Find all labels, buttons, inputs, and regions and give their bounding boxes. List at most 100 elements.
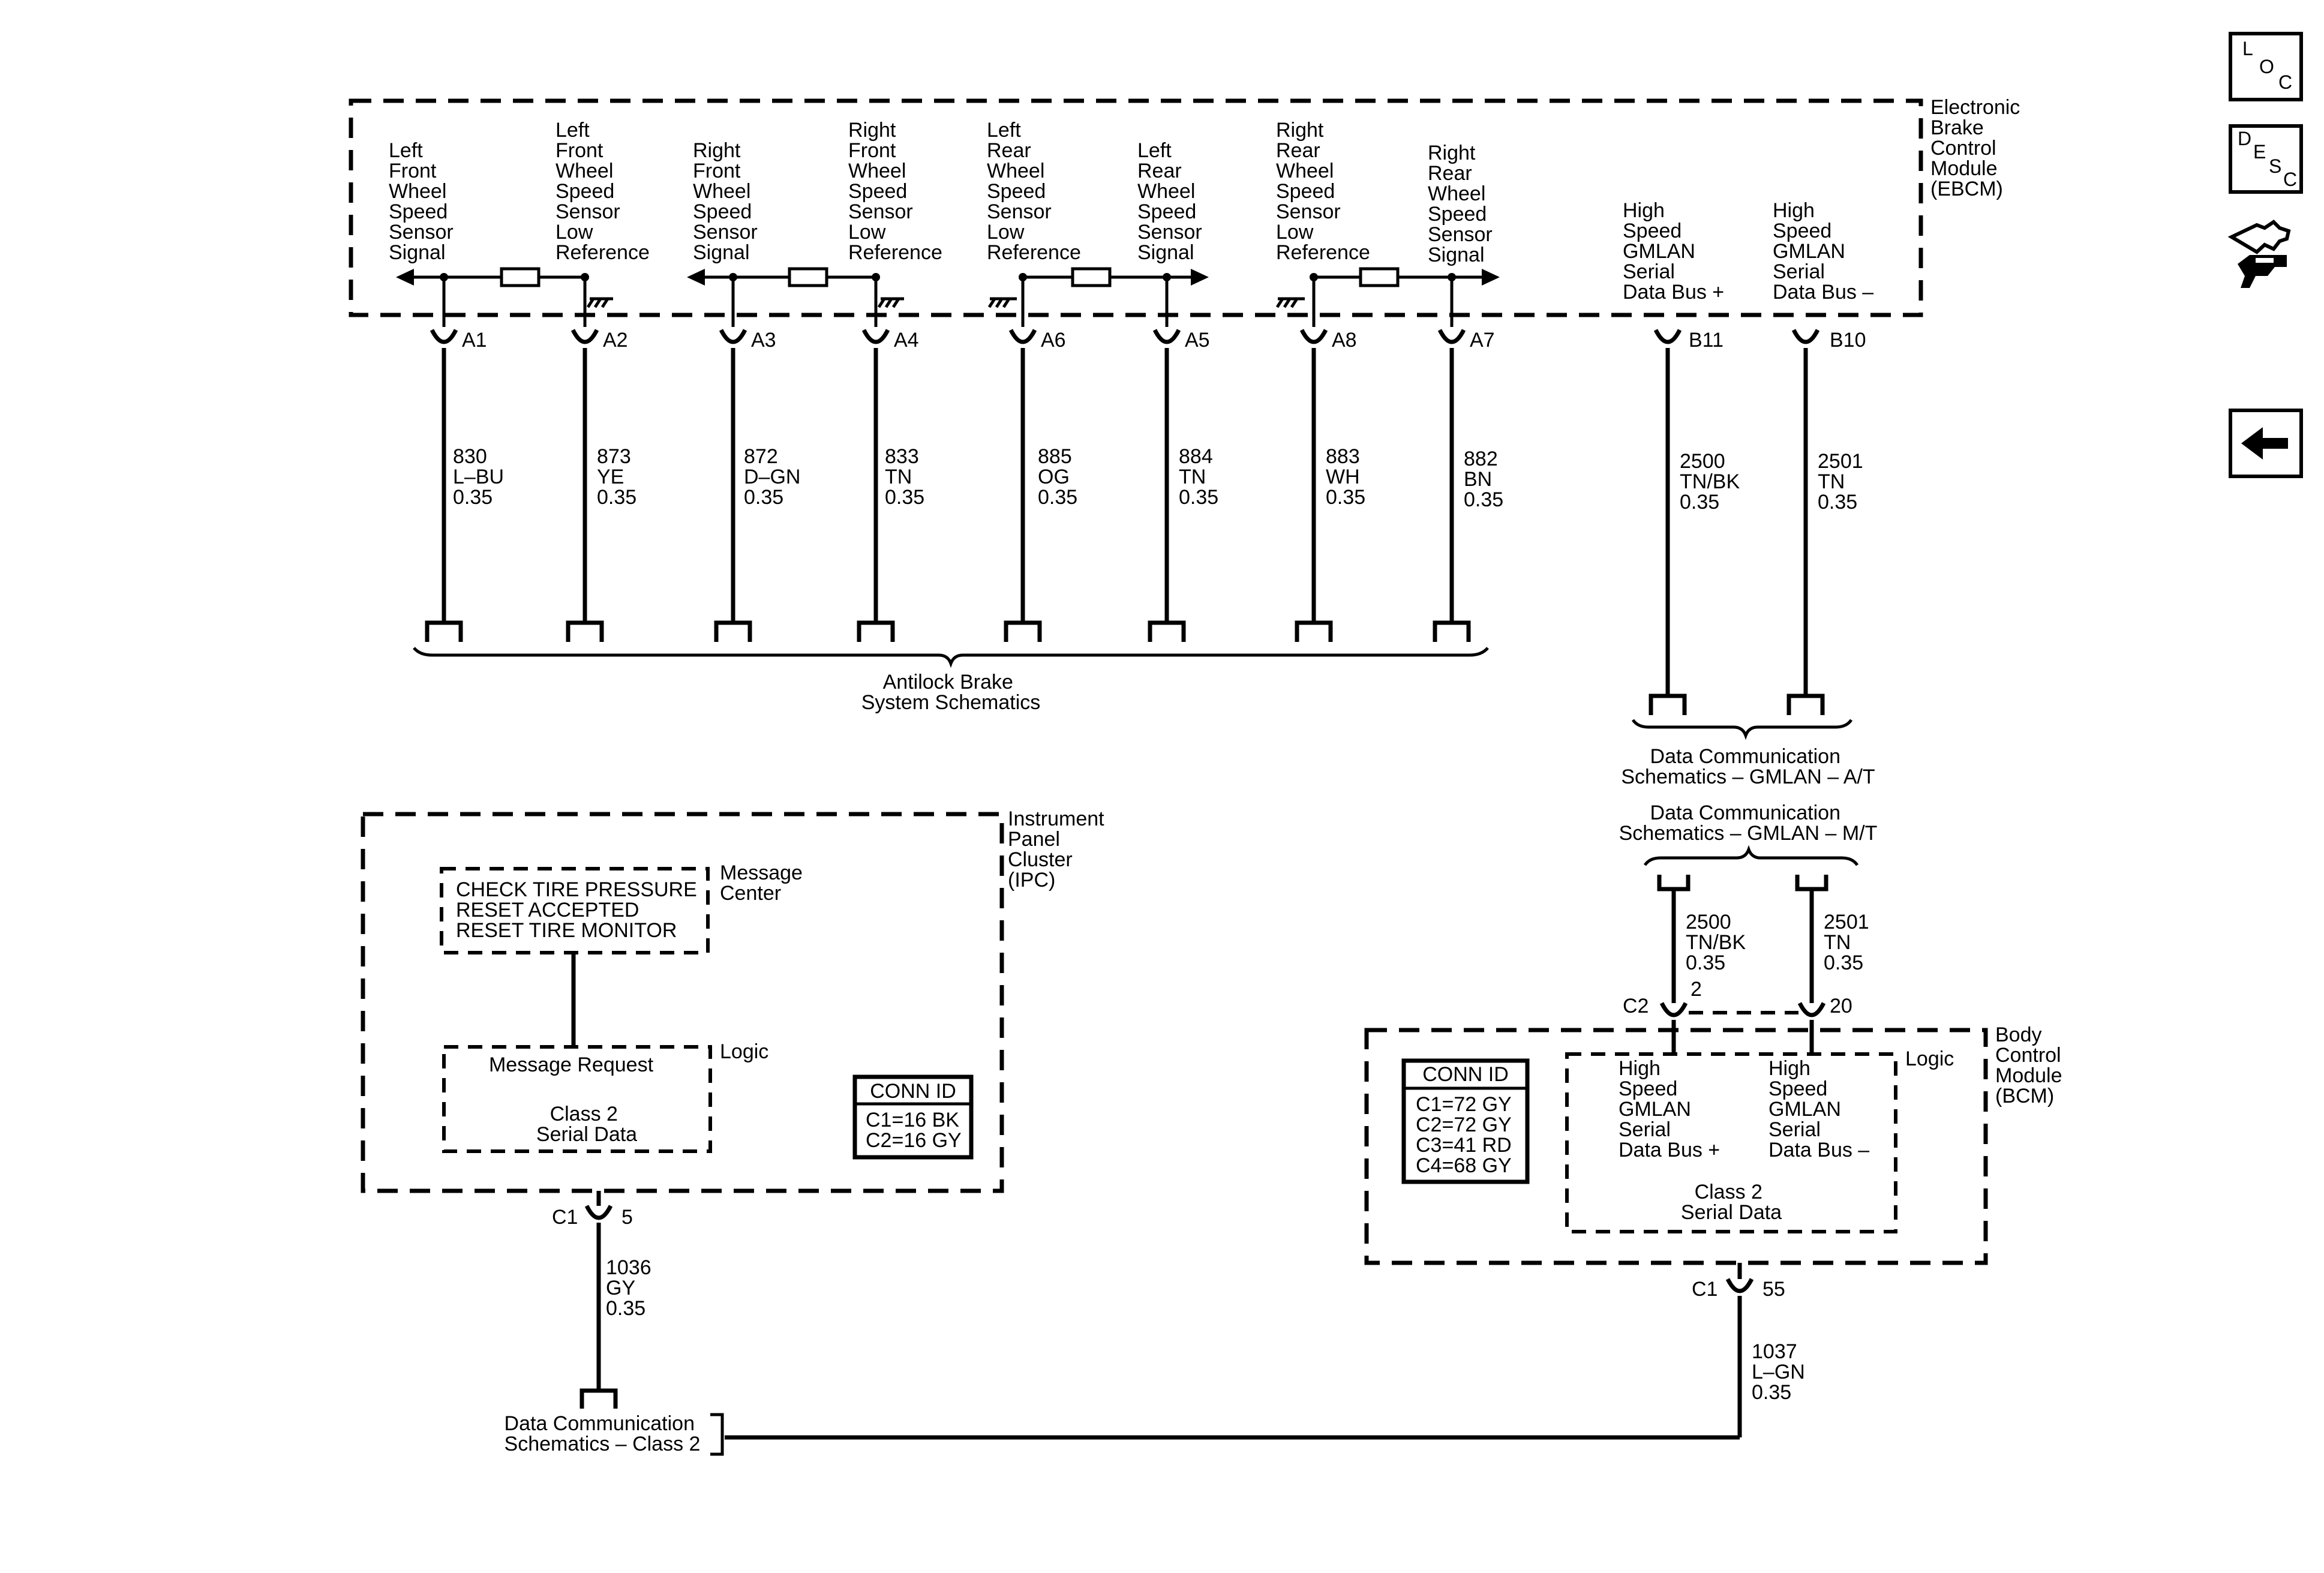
- sensor-circuit-right-rear: [1275, 267, 1500, 327]
- bcm-out-pin: 55: [1762, 1278, 1785, 1301]
- bcm-out-connector: C1: [1692, 1278, 1718, 1301]
- bcm-pin-2: 2: [1691, 978, 1702, 1001]
- wire-label-830: 830 L–BU 0.35: [453, 445, 510, 509]
- connector-cups: [430, 329, 1820, 344]
- pin-id-a4: A4: [894, 329, 919, 352]
- class2-bracket: [710, 1413, 724, 1456]
- ebcm-wires: A1 A2 A3 A4 A6 A5 A8 A7 B11 B10 830 L–BU…: [413, 329, 1878, 866]
- bcm-bus-minus: High Speed GMLAN Serial Data Bus –: [1768, 1057, 1869, 1161]
- arrow-left-icon: [2241, 427, 2288, 460]
- ipc-conn-id-title: CONN ID: [870, 1080, 956, 1103]
- bcm-logic-label: Logic: [1905, 1047, 1954, 1070]
- desc-letter-e: E: [2253, 141, 2266, 163]
- class2-reference[interactable]: Data Communication Schematics – Class 2: [505, 1412, 701, 1455]
- ebcm-internal-circuits: [396, 267, 1500, 327]
- ebcm-title: Electronic Brake Control Module (EBCM): [1930, 96, 2026, 200]
- wire-label-833: 833 TN 0.35: [885, 445, 924, 509]
- wire-label-884: 884 TN 0.35: [1179, 445, 1218, 509]
- bcm-conn-id-c2: C2=72 GY: [1416, 1113, 1512, 1136]
- pin-label-a5: Left Rear Wheel Speed Sensor Signal: [1137, 139, 1208, 264]
- ipc-logic-box: [442, 1045, 712, 1153]
- ipc-class2: Class 2 Serial Data: [536, 1103, 637, 1146]
- loc-icon[interactable]: [2229, 32, 2303, 101]
- bcm-logic-box: [1565, 1052, 1897, 1233]
- gmlan-mt-brace: [1643, 845, 1859, 866]
- wire-label-1036: 1036 GY 0.35: [606, 1256, 657, 1320]
- wire-label-2501-upper: 2501 TN 0.35: [1818, 450, 1869, 514]
- gmlan-wires-upper: [1649, 348, 1825, 715]
- nav-back-button[interactable]: [2229, 409, 2303, 478]
- pin-label-a8: Right Rear Wheel Speed Sensor Low Refere…: [1276, 119, 1370, 264]
- pin-id-a7: A7: [1470, 329, 1495, 352]
- ebcm-boundary: [349, 98, 1923, 317]
- wire-label-2501-lower: 2501 TN 0.35: [1824, 911, 1875, 974]
- arrow-right-icon: [1482, 269, 1500, 286]
- gmlan-at-brace: [1631, 719, 1853, 740]
- pin-id-a6: A6: [1041, 329, 1066, 352]
- class2-reference-group: Data Communication Schematics – Class 2: [505, 1412, 1740, 1456]
- desc-letter-c: C: [2283, 169, 2297, 190]
- pin-id-a8: A8: [1332, 329, 1357, 352]
- wire-label-1037: 1037 L–GN 0.35: [1752, 1340, 1810, 1404]
- ipc-conn-id-c1: C1=16 BK: [866, 1109, 959, 1131]
- pin-id-b10: B10: [1830, 329, 1866, 352]
- wire-label-882: 882 BN 0.35: [1464, 448, 1503, 511]
- pin-id-b11: B11: [1689, 329, 1724, 352]
- ebcm-pin-labels: Left Front Wheel Speed Sensor Signal Lef…: [389, 119, 1873, 304]
- ipc-title: Instrument Panel Cluster (IPC): [1008, 807, 1110, 891]
- ground-icon: [1275, 297, 1305, 308]
- ipc-logic-label: Logic: [720, 1040, 768, 1063]
- wire-label-2500-lower: 2500 TN/BK 0.35: [1686, 911, 1752, 974]
- pin-label-b10: High Speed GMLAN Serial Data Bus –: [1773, 199, 1873, 304]
- nav-connector-button[interactable]: [2227, 220, 2291, 288]
- bcm-title: Body Control Module (BCM): [1995, 1023, 2068, 1107]
- desc-icon[interactable]: [2229, 124, 2303, 194]
- bcm-conn-id-c4: C4=68 GY: [1416, 1154, 1512, 1177]
- pin-label-a4: Right Front Wheel Speed Sensor Low Refer…: [848, 119, 942, 264]
- arrow-left-icon: [687, 269, 705, 286]
- pin-label-a1: Left Front Wheel Speed Sensor Signal: [389, 139, 459, 264]
- sensor-circuit-left-front: [396, 267, 613, 327]
- bcm-conn-id-c1: C1=72 GY: [1416, 1093, 1512, 1116]
- bcm-boundary: [1364, 1028, 1988, 1265]
- abs-reference[interactable]: Antilock Brake System Schematics: [861, 671, 1041, 714]
- message-center-label: Message Center: [720, 861, 808, 905]
- ground-icon: [586, 297, 613, 308]
- ipc-conn-id-table: CONN ID C1=16 BK C2=16 GY: [852, 1074, 974, 1160]
- desc-letter-d: D: [2238, 128, 2251, 149]
- wire-label-883: 883 WH 0.35: [1326, 445, 1365, 509]
- ipc-boundary: [361, 812, 1004, 1193]
- wire-label-873: 873 YE 0.35: [597, 445, 636, 509]
- gmlan-wires-lower: 2500 TN/BK 0.35 2501 TN 0.35 C2 2 20: [1623, 875, 1875, 1056]
- pin-label-a2: Left Front Wheel Speed Sensor Low Refere…: [556, 119, 650, 264]
- arrow-left-icon: [396, 269, 414, 286]
- sensor-circuit-right-front: [687, 267, 904, 327]
- message-list: CHECK TIRE PRESSURE RESET ACCEPTED RESET…: [456, 878, 702, 942]
- message-request-label: Message Request: [489, 1053, 654, 1076]
- abs-wires: [442, 348, 1454, 623]
- nav-desc-button[interactable]: D E S C: [2229, 124, 2303, 194]
- bcm-connector-c2: C2: [1623, 995, 1649, 1017]
- nav-loc-button[interactable]: L O C: [2229, 32, 2303, 101]
- loc-letter-l: L: [2242, 38, 2253, 59]
- wire-label-2500-upper: 2500 TN/BK 0.35: [1680, 450, 1746, 514]
- bcm-conn-id-c3: C3=41 RD: [1416, 1134, 1512, 1157]
- bcm-pin-20: 20: [1830, 995, 1852, 1017]
- connector-end-view-icon[interactable]: [2227, 220, 2291, 288]
- desc-letter-s: S: [2269, 155, 2281, 177]
- ipc-module: Instrument Panel Cluster (IPC) Message C…: [361, 807, 1110, 1409]
- bcm-module: Body Control Module (BCM) Logic High Spe…: [1364, 1023, 2068, 1437]
- abs-brace: [413, 647, 1489, 668]
- arrow-right-icon: [1191, 269, 1209, 286]
- wire-label-885: 885 OG 0.35: [1038, 445, 1077, 509]
- bcm-bus-plus: High Speed GMLAN Serial Data Bus +: [1619, 1057, 1720, 1161]
- loc-letter-o: O: [2259, 56, 2274, 77]
- ebcm-module: Electronic Brake Control Module (EBCM): [349, 96, 2026, 317]
- ground-icon: [987, 297, 1017, 308]
- pin-label-a7: Right Rear Wheel Speed Sensor Signal: [1428, 142, 1498, 266]
- pin-id-a2: A2: [603, 329, 628, 352]
- pin-id-a3: A3: [751, 329, 776, 352]
- gmlan-mt-reference[interactable]: Data Communication Schematics – GMLAN – …: [1619, 801, 1878, 845]
- bcm-conn-id-table: CONN ID C1=72 GY C2=72 GY C3=41 RD C4=68…: [1401, 1058, 1530, 1184]
- gmlan-at-reference[interactable]: Data Communication Schematics – GMLAN – …: [1621, 745, 1875, 788]
